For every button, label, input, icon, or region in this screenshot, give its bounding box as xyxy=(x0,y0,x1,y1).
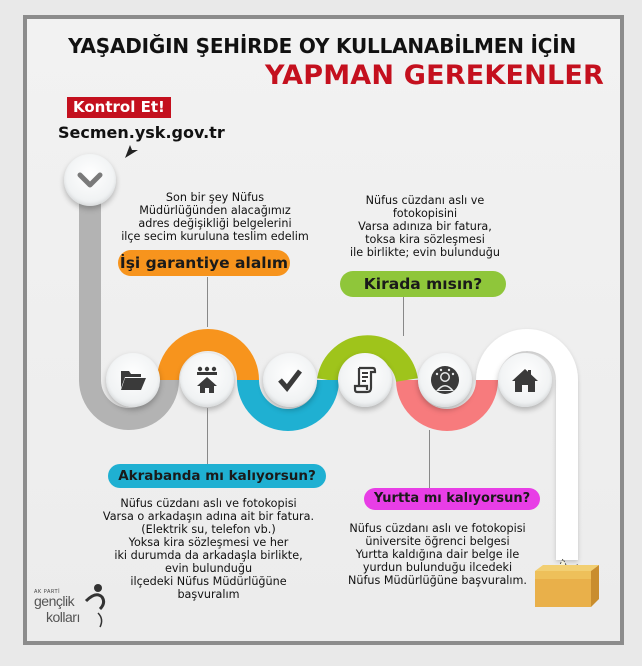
start-step xyxy=(64,154,116,206)
step-check xyxy=(263,353,317,407)
relative-line: (Elektrik su, telefon vb.) xyxy=(141,523,276,536)
relative-line: ilçedeki Nüfus Müdürlüğüne xyxy=(130,575,287,588)
relative-label: Akrabanda mı kalıyorsun? xyxy=(108,464,326,488)
cursor-arrow-icon xyxy=(125,145,138,158)
guarantee-label: İşi garantiye alalım xyxy=(118,250,290,276)
guarantee-line: Müdürlüğünden alacağımız xyxy=(139,204,291,217)
website-link[interactable]: Secmen.ysk.gov.tr xyxy=(58,123,225,142)
checkmark-icon xyxy=(278,369,302,392)
people-house-icon xyxy=(197,366,217,393)
rent-line: Nüfus cüzdanı aslı ve xyxy=(365,194,485,207)
step-home xyxy=(498,353,552,407)
relative-line: Nüfus cüzdanı aslı ve fotokopisi xyxy=(120,497,297,510)
dorm-description: Nüfus cüzdanı aslı ve fotokopisi ünivers… xyxy=(335,522,540,587)
logo-party-text: AK PARTİ xyxy=(34,589,61,595)
dorm-line: Yurtta kaldığına dair belge ile xyxy=(355,548,520,561)
logo-line-1: gençlik xyxy=(34,593,75,609)
relative-line: Varsa o arkadaşın adına ait bir fatura. xyxy=(102,510,315,523)
dorm-line: Nüfus cüzdanı aslı ve fotokopisi xyxy=(349,522,526,535)
rent-label: Kirada mısın? xyxy=(340,271,506,297)
dorm-line: üniversite öğrenci belgesi xyxy=(365,535,510,548)
relative-description: Nüfus cüzdanı aslı ve fotokopisi Varsa o… xyxy=(96,497,321,601)
dorm-line: yurdun bulunduğu ilcedeki xyxy=(362,561,513,574)
relative-line: evin bulunduğu xyxy=(164,562,253,575)
guarantee-description: Son bir şey Nüfus Müdürlüğünden alacağım… xyxy=(120,191,310,243)
logo-line-2: kolları xyxy=(46,609,80,625)
ballot-box-icon xyxy=(535,558,599,607)
dorm-label: Yurtta mı kalıyorsun? xyxy=(364,488,540,510)
person-network-icon xyxy=(431,366,459,394)
rent-description: Nüfus cüzdanı aslı ve fotokopisini Varsa… xyxy=(345,194,505,259)
youth-branch-logo: AK PARTİ gençlik kolları xyxy=(34,584,114,635)
title-line-1-text: YAŞADIĞIN ŞEHİRDE OY KULLANABİLMEN İÇİN xyxy=(68,34,576,58)
check-label-badge: Kontrol Et! xyxy=(67,97,171,118)
connector-guarantee xyxy=(207,277,208,327)
chevron-down-icon xyxy=(77,172,103,188)
step-folder xyxy=(106,353,160,407)
step-person-network xyxy=(418,353,472,407)
home-icon xyxy=(512,369,538,392)
relative-line: iki durumda da arkadaşla birlikte, xyxy=(114,549,303,562)
connector-rent xyxy=(403,296,404,336)
title-line-2: YAPMAN GEREKENLER xyxy=(264,60,604,91)
rent-line: ile birlikte; evin bulunduğu xyxy=(350,246,500,259)
rent-line: fotokopisini xyxy=(392,207,458,220)
step-document xyxy=(338,353,392,407)
document-scroll-icon xyxy=(353,366,377,394)
relative-line: Yoksa kira sözleşmesi ve her xyxy=(128,536,289,549)
rent-line: toksa kira sözleşmesi xyxy=(365,233,485,246)
logo-figure-icon xyxy=(84,584,106,628)
step-people-house xyxy=(180,353,234,407)
relative-line: başvuralım xyxy=(177,588,240,601)
guarantee-line: adres değişikliği belgelerini xyxy=(138,217,292,230)
guarantee-line: ilçe secim kuruluna teslim edelim xyxy=(121,230,309,243)
dorm-line: Nüfus Müdürlüğüne başvuralım. xyxy=(348,574,527,587)
guarantee-line: Son bir şey Nüfus xyxy=(165,191,265,204)
connector-relative xyxy=(207,408,208,465)
rent-line: Varsa adınıza bir fatura, xyxy=(358,220,492,233)
folder-icon xyxy=(121,371,146,390)
connector-dorm xyxy=(429,430,430,488)
